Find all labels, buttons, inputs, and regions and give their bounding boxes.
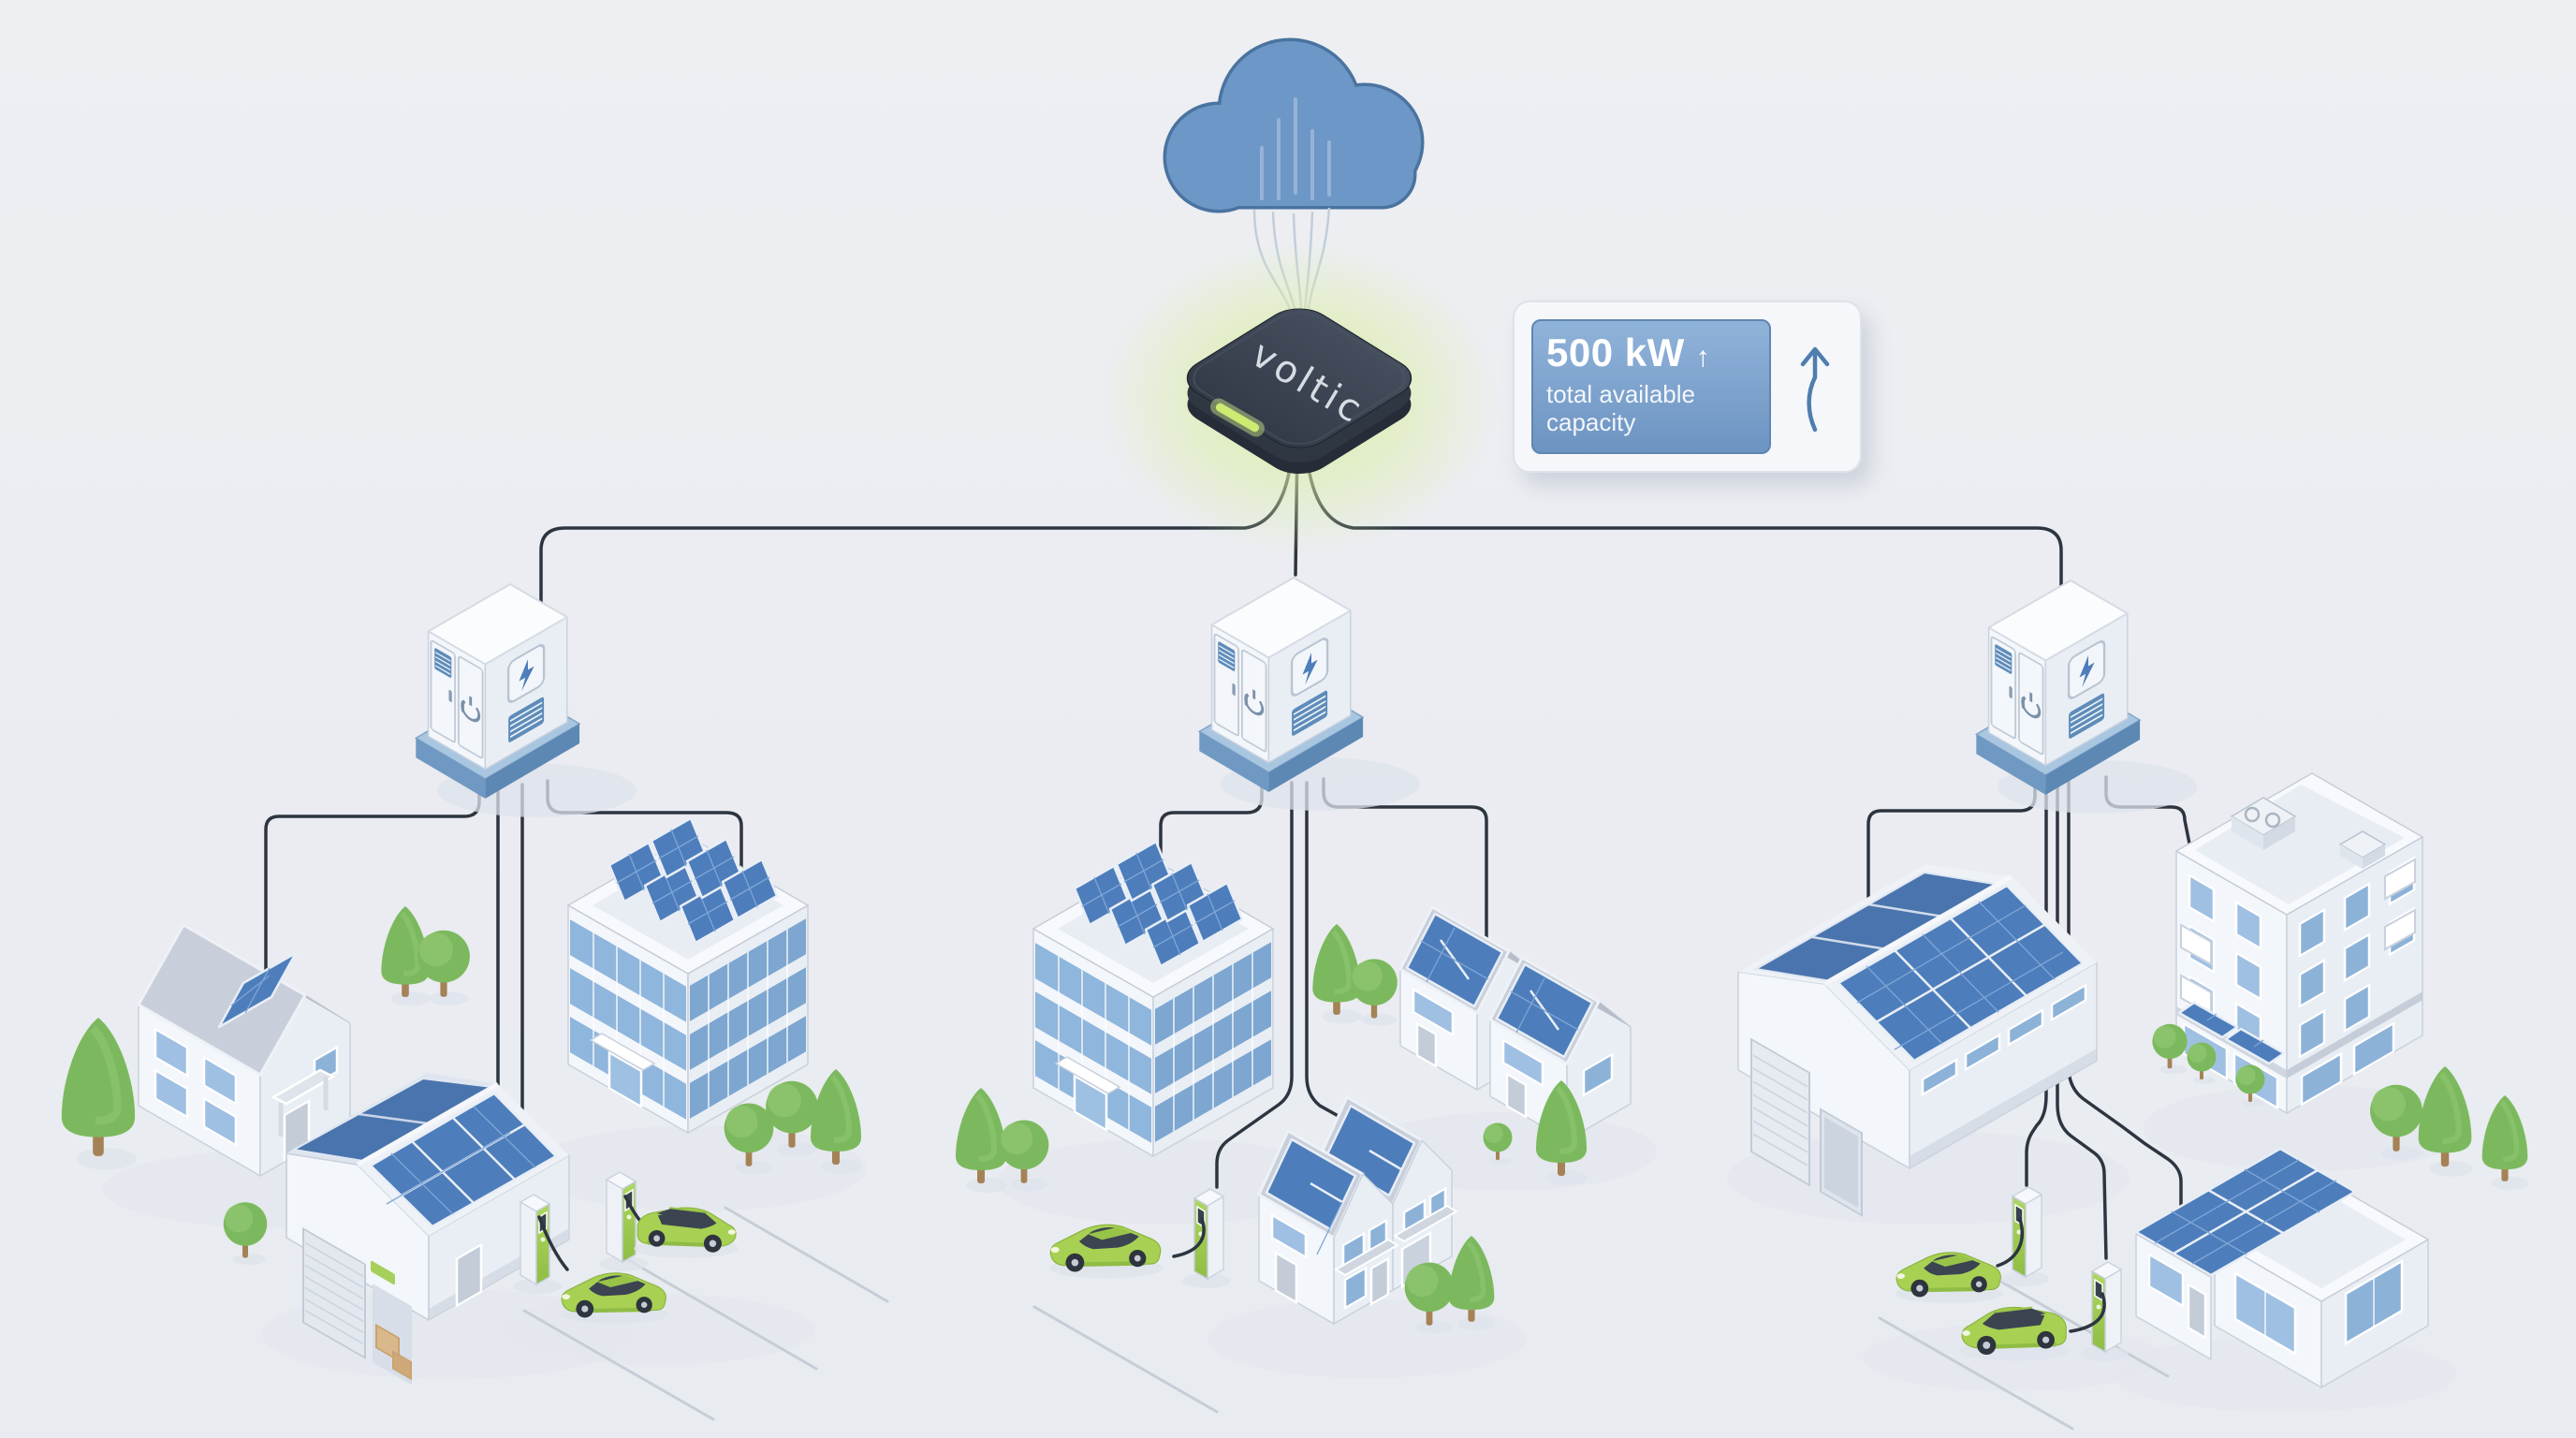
capacity-panel: 500 kW ↑ total available capacity: [1531, 319, 1771, 454]
warehouse-right: [1737, 864, 2098, 1217]
capacity-value: 500 kW: [1546, 330, 1685, 374]
cluster-right: [1737, 772, 2529, 1388]
ev-car-sedan: [560, 1272, 669, 1325]
transformer-cabinet-middle: [1197, 576, 1422, 813]
office-building-middle: [1032, 840, 1275, 1158]
transformer-cabinet-right: [1974, 579, 2199, 815]
tree-icon: [2187, 1042, 2217, 1084]
cloud-icon: [1163, 37, 1425, 315]
solar-awnings: [2177, 1001, 2286, 1065]
tree-icon: [2152, 1023, 2188, 1075]
warehouse-left: [285, 1073, 570, 1386]
parking-lines: [522, 1206, 2170, 1431]
tree-icon: [417, 930, 470, 1005]
warehouse-solar-roof: [1837, 884, 2085, 1063]
semi-detached-houses: [1257, 1095, 1458, 1325]
warehouse-solar-roof: [369, 1092, 558, 1228]
tree-icon: [2419, 1066, 2473, 1177]
gateway-device: voltic: [1098, 240, 1500, 554]
ev-car-suv: [1958, 1306, 2071, 1362]
cluster-middle: [956, 840, 1632, 1334]
ev-car-suv: [633, 1206, 739, 1259]
arrow-up-icon: [1800, 346, 1830, 433]
transformer-cabinet-left: [414, 582, 638, 819]
balconies: [2180, 858, 2416, 1017]
capacity-card: 500 kW ↑ total available capacity: [1513, 301, 1862, 473]
office-building-left: [566, 816, 810, 1135]
tree-icon: [62, 1018, 137, 1169]
capacity-caption: total available capacity: [1546, 380, 1695, 436]
tree-icon: [223, 1202, 268, 1265]
cluster-left: [62, 816, 862, 1386]
capacity-trend-glyph: ↑: [1695, 342, 1710, 373]
rooftop-hvac: [2230, 797, 2387, 869]
ground-shadows: [103, 1085, 2471, 1412]
ev-car-sedan: [1048, 1224, 1164, 1279]
modern-house: [2134, 1147, 2429, 1388]
tree-icon: [2482, 1095, 2529, 1190]
ev-car-sedan: [1895, 1252, 2004, 1304]
house-solar-panel: [217, 951, 298, 1029]
status-led: [1210, 398, 1265, 437]
